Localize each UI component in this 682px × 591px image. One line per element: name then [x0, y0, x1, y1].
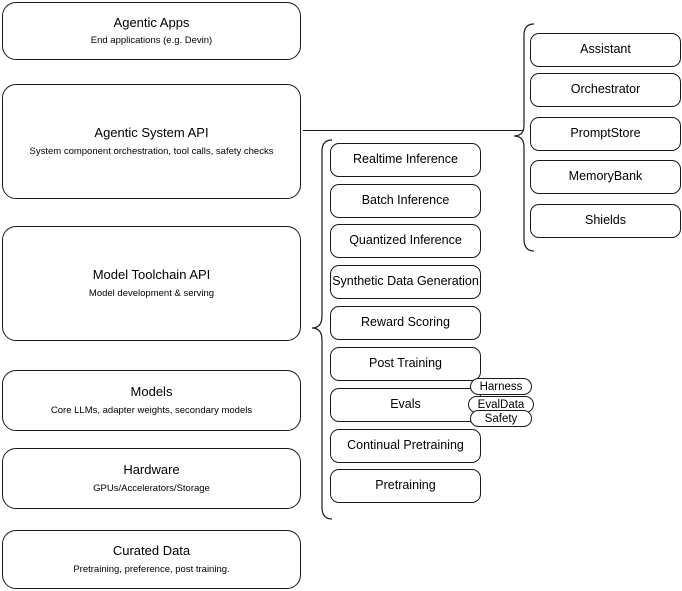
layer-title: Hardware	[123, 462, 180, 478]
chip-realtime-inference[interactable]: Realtime Inference	[330, 143, 481, 177]
chip-reward-scoring[interactable]: Reward Scoring	[330, 306, 481, 340]
layer-subtitle: End applications (e.g. Devin)	[90, 35, 213, 47]
bracket-model-toolchain-api	[311, 139, 333, 520]
badge-label: EvalData	[477, 398, 525, 411]
chip-continual-pretraining[interactable]: Continual Pretraining	[330, 429, 481, 463]
layer-subtitle: GPUs/Accelerators/Storage	[93, 482, 210, 494]
chip-quantized-inference[interactable]: Quantized Inference	[330, 224, 481, 258]
layer-subtitle: Core LLMs, adapter weights, secondary mo…	[50, 404, 253, 416]
chip-label: Quantized Inference	[349, 233, 462, 248]
layer-title: Curated Data	[112, 543, 191, 559]
bracket-agentic-components	[513, 23, 535, 252]
chip-label: MemoryBank	[568, 169, 643, 184]
chip-post-training[interactable]: Post Training	[330, 347, 481, 381]
layer-subtitle: System component orchestration, tool cal…	[29, 145, 274, 157]
chip-label: Evals	[390, 397, 421, 412]
layer-subtitle: Model development & serving	[88, 287, 215, 299]
layer-box-agentic-system-api[interactable]: Agentic System API System component orch…	[2, 84, 301, 199]
layer-title: Model Toolchain API	[92, 267, 211, 283]
layer-box-agentic-apps[interactable]: Agentic Apps End applications (e.g. Devi…	[2, 2, 301, 60]
chip-batch-inference[interactable]: Batch Inference	[330, 184, 481, 218]
chip-label: PromptStore	[570, 126, 641, 141]
chip-label: Batch Inference	[361, 193, 450, 208]
layer-title: Agentic System API	[94, 125, 209, 141]
chip-label: Realtime Inference	[353, 152, 458, 167]
chip-label: Pretraining	[375, 478, 436, 493]
badge-harness[interactable]: Harness	[470, 378, 532, 395]
chip-assistant[interactable]: Assistant	[530, 33, 681, 67]
chip-synthetic-data-generation[interactable]: Synthetic Data Generation	[330, 265, 481, 299]
chip-label: Continual Pretraining	[347, 438, 464, 453]
chip-shields[interactable]: Shields	[530, 204, 681, 238]
layer-title: Models	[130, 384, 173, 400]
layer-box-models[interactable]: Models Core LLMs, adapter weights, secon…	[2, 370, 301, 431]
layer-box-model-toolchain-api[interactable]: Model Toolchain API Model development & …	[2, 226, 301, 341]
chip-orchestrator[interactable]: Orchestrator	[530, 73, 681, 107]
chip-label: Reward Scoring	[361, 315, 450, 330]
badge-label: Safety	[484, 412, 518, 425]
chip-label: Shields	[585, 213, 626, 228]
chip-evals[interactable]: Evals	[330, 388, 481, 422]
chip-label: Orchestrator	[570, 82, 641, 97]
badge-safety[interactable]: Safety	[470, 410, 532, 427]
layer-box-hardware[interactable]: Hardware GPUs/Accelerators/Storage	[2, 448, 301, 509]
chip-promptstore[interactable]: PromptStore	[530, 117, 681, 151]
layer-title: Agentic Apps	[113, 14, 190, 30]
chip-pretraining[interactable]: Pretraining	[330, 469, 481, 503]
layer-box-curated-data[interactable]: Curated Data Pretraining, preference, po…	[2, 530, 301, 589]
chip-label: Synthetic Data Generation	[332, 274, 479, 289]
badge-label: Harness	[479, 380, 523, 393]
chip-label: Post Training	[369, 356, 442, 371]
layer-subtitle: Pretraining, preference, post training.	[73, 563, 230, 575]
chip-memorybank[interactable]: MemoryBank	[530, 160, 681, 194]
connector-agentic-system-api-to-components	[303, 130, 523, 131]
chip-label: Assistant	[580, 42, 631, 57]
